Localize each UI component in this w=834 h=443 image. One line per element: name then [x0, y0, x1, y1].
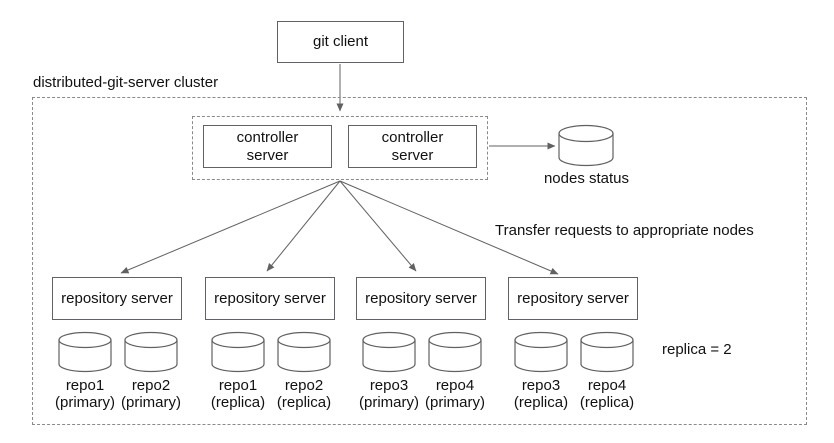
cluster-boundary: [32, 97, 807, 425]
repo-role: (replica): [513, 394, 569, 411]
git-client-node: git client: [277, 21, 404, 63]
transfer-requests-annotation: Transfer requests to appropriate nodes: [495, 222, 754, 239]
database-icon: [124, 331, 178, 373]
repo-name: repo1: [65, 377, 105, 394]
repo-disk: repo4 (primary): [422, 331, 488, 411]
database-icon: [580, 331, 634, 373]
repo-name: repo1: [218, 377, 258, 394]
repository-server-node-1: repository server: [52, 277, 182, 320]
disk-row: repo1 (replica) repo2 (replica): [205, 331, 337, 411]
disk-row: repo3 (primary) repo4 (primary): [356, 331, 488, 411]
repository-server-node-2: repository server: [205, 277, 335, 320]
repo-name: repo4: [587, 377, 627, 394]
repository-server-label: repository server: [214, 289, 326, 307]
database-icon: [58, 331, 112, 373]
controller-server-node-2: controller server: [348, 125, 477, 168]
disk-row: repo1 (primary) repo2 (primary): [52, 331, 184, 411]
repository-server-node-4: repository server: [508, 277, 638, 320]
controller-group-boundary: [192, 116, 488, 180]
cluster-title: distributed-git-server cluster: [33, 74, 219, 91]
disk-row: repo3 (replica) repo4 (replica): [508, 331, 640, 411]
repo-disk: repo1 (replica): [205, 331, 271, 411]
repo-disk: repo3 (primary): [356, 331, 422, 411]
repo-name: repo3: [369, 377, 409, 394]
repo-name: repo2: [284, 377, 324, 394]
repo-group-3: repository server repo3 (primary): [356, 277, 488, 411]
repo-disk: repo2 (replica): [271, 331, 337, 411]
repository-server-label: repository server: [61, 289, 173, 307]
repo-name: repo3: [521, 377, 561, 394]
repo-role: (replica): [276, 394, 332, 411]
repo-role: (primary): [425, 394, 485, 411]
repo-role: (replica): [579, 394, 635, 411]
controller-server-node-1: controller server: [203, 125, 332, 168]
repo-role: (primary): [121, 394, 181, 411]
repo-disk: repo2 (primary): [118, 331, 184, 411]
repo-group-1: repository server repo1 (primary): [52, 277, 184, 411]
repository-server-label: repository server: [365, 289, 477, 307]
repo-name: repo4: [435, 377, 475, 394]
controller-server-label: controller server: [236, 128, 299, 164]
database-icon: [211, 331, 265, 373]
repo-role: (primary): [359, 394, 419, 411]
database-icon: [514, 331, 568, 373]
database-icon-nodes-status: [558, 124, 614, 167]
repo-group-2: repository server repo1 (replica): [205, 277, 337, 411]
repo-name: repo2: [131, 377, 171, 394]
repo-role: (primary): [55, 394, 115, 411]
repo-disk: repo3 (replica): [508, 331, 574, 411]
repository-server-node-3: repository server: [356, 277, 486, 320]
repo-disk: repo1 (primary): [52, 331, 118, 411]
repository-server-label: repository server: [517, 289, 629, 307]
replica-count-annotation: replica = 2: [662, 341, 732, 358]
database-icon: [362, 331, 416, 373]
controller-server-label: controller server: [381, 128, 444, 164]
repo-group-4: repository server repo3 (replica): [508, 277, 640, 411]
repo-role: (replica): [210, 394, 266, 411]
repo-disk: repo4 (replica): [574, 331, 640, 411]
database-icon: [277, 331, 331, 373]
git-client-label: git client: [312, 33, 369, 50]
database-icon: [428, 331, 482, 373]
nodes-status-label: nodes status: [543, 170, 630, 187]
